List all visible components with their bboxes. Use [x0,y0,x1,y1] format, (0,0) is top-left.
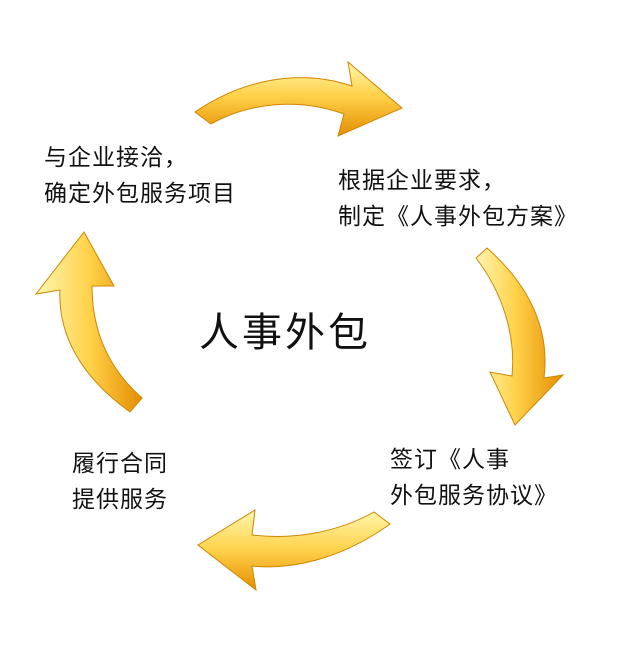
step-label-plan-line1: 根据企业要求， [338,168,506,194]
step-label-engage-line1: 与企业接洽， [44,145,188,171]
step-label-sign: 签订《人事 外包服务协议》 [390,442,558,514]
arrow-right [475,247,565,426]
arrow-bottom [197,509,391,592]
center-title: 人事外包 [199,310,371,356]
step-label-engage: 与企业接洽， 确定外包服务项目 [44,140,236,212]
step-label-service: 履行合同 提供服务 [72,446,168,518]
step-label-service-line2: 提供服务 [72,487,168,513]
arrow-left [34,231,143,413]
step-label-plan-line2: 制定《人事外包方案》 [338,204,578,230]
step-label-sign-line2: 外包服务协议》 [390,483,558,509]
step-label-sign-line1: 签订《人事 [390,447,510,473]
step-label-plan: 根据企业要求， 制定《人事外包方案》 [338,163,578,235]
step-label-service-line1: 履行合同 [72,451,168,477]
step-label-engage-line2: 确定外包服务项目 [44,181,236,207]
arrow-top [194,60,403,137]
